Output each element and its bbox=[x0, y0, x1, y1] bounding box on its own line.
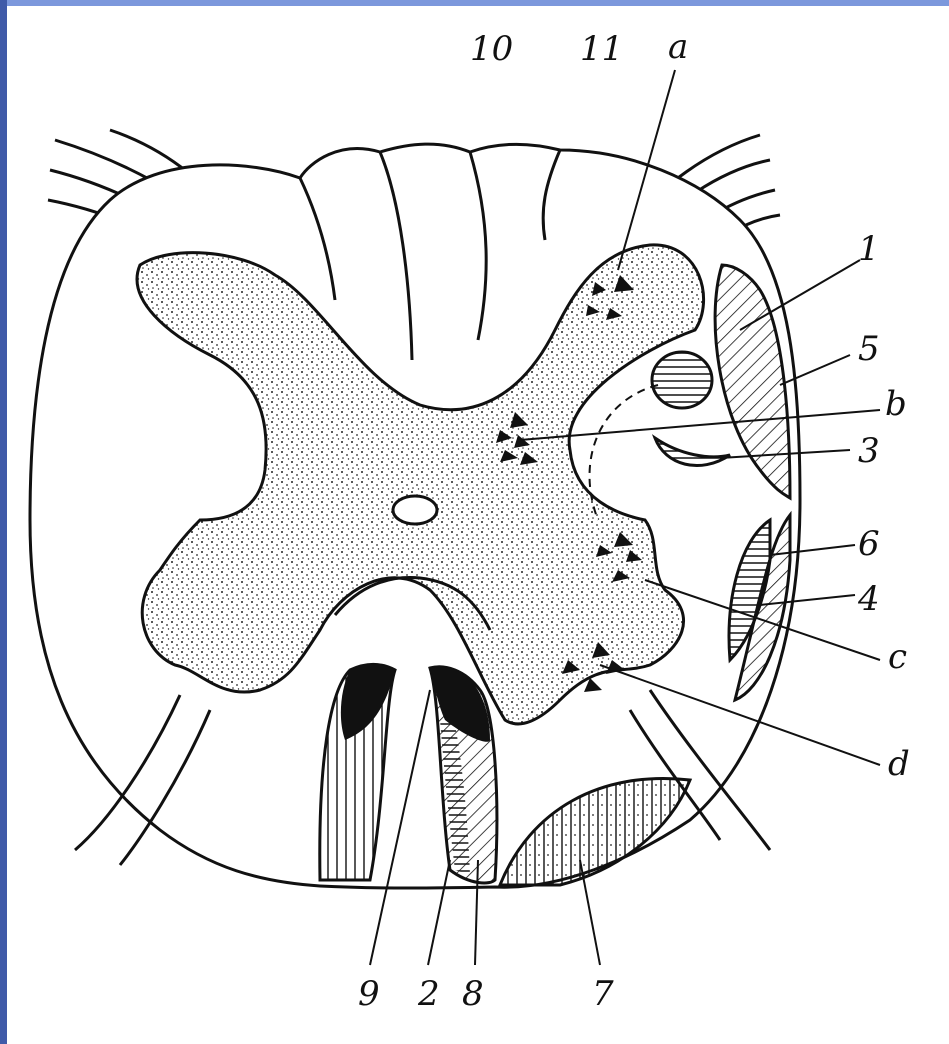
label-4: 4 bbox=[857, 579, 880, 619]
label-3: 3 bbox=[858, 431, 880, 471]
label-2: 2 bbox=[417, 974, 440, 1014]
label-11: 11 bbox=[580, 29, 623, 69]
tract-5-oval bbox=[652, 352, 712, 408]
label-c: c bbox=[888, 637, 907, 677]
label-7: 7 bbox=[592, 974, 614, 1014]
label-1: 1 bbox=[858, 229, 880, 269]
label-6: 6 bbox=[858, 524, 880, 564]
label-5: 5 bbox=[858, 329, 880, 369]
central-canal bbox=[393, 496, 437, 524]
label-a: a bbox=[668, 27, 688, 67]
frame-top-bar bbox=[0, 0, 949, 6]
label-8: 8 bbox=[462, 974, 484, 1014]
label-b: b bbox=[885, 384, 907, 424]
label-9: 9 bbox=[358, 974, 380, 1014]
label-d: d bbox=[888, 744, 910, 784]
frame-left-bar bbox=[0, 0, 7, 1044]
label-10: 10 bbox=[470, 29, 513, 69]
